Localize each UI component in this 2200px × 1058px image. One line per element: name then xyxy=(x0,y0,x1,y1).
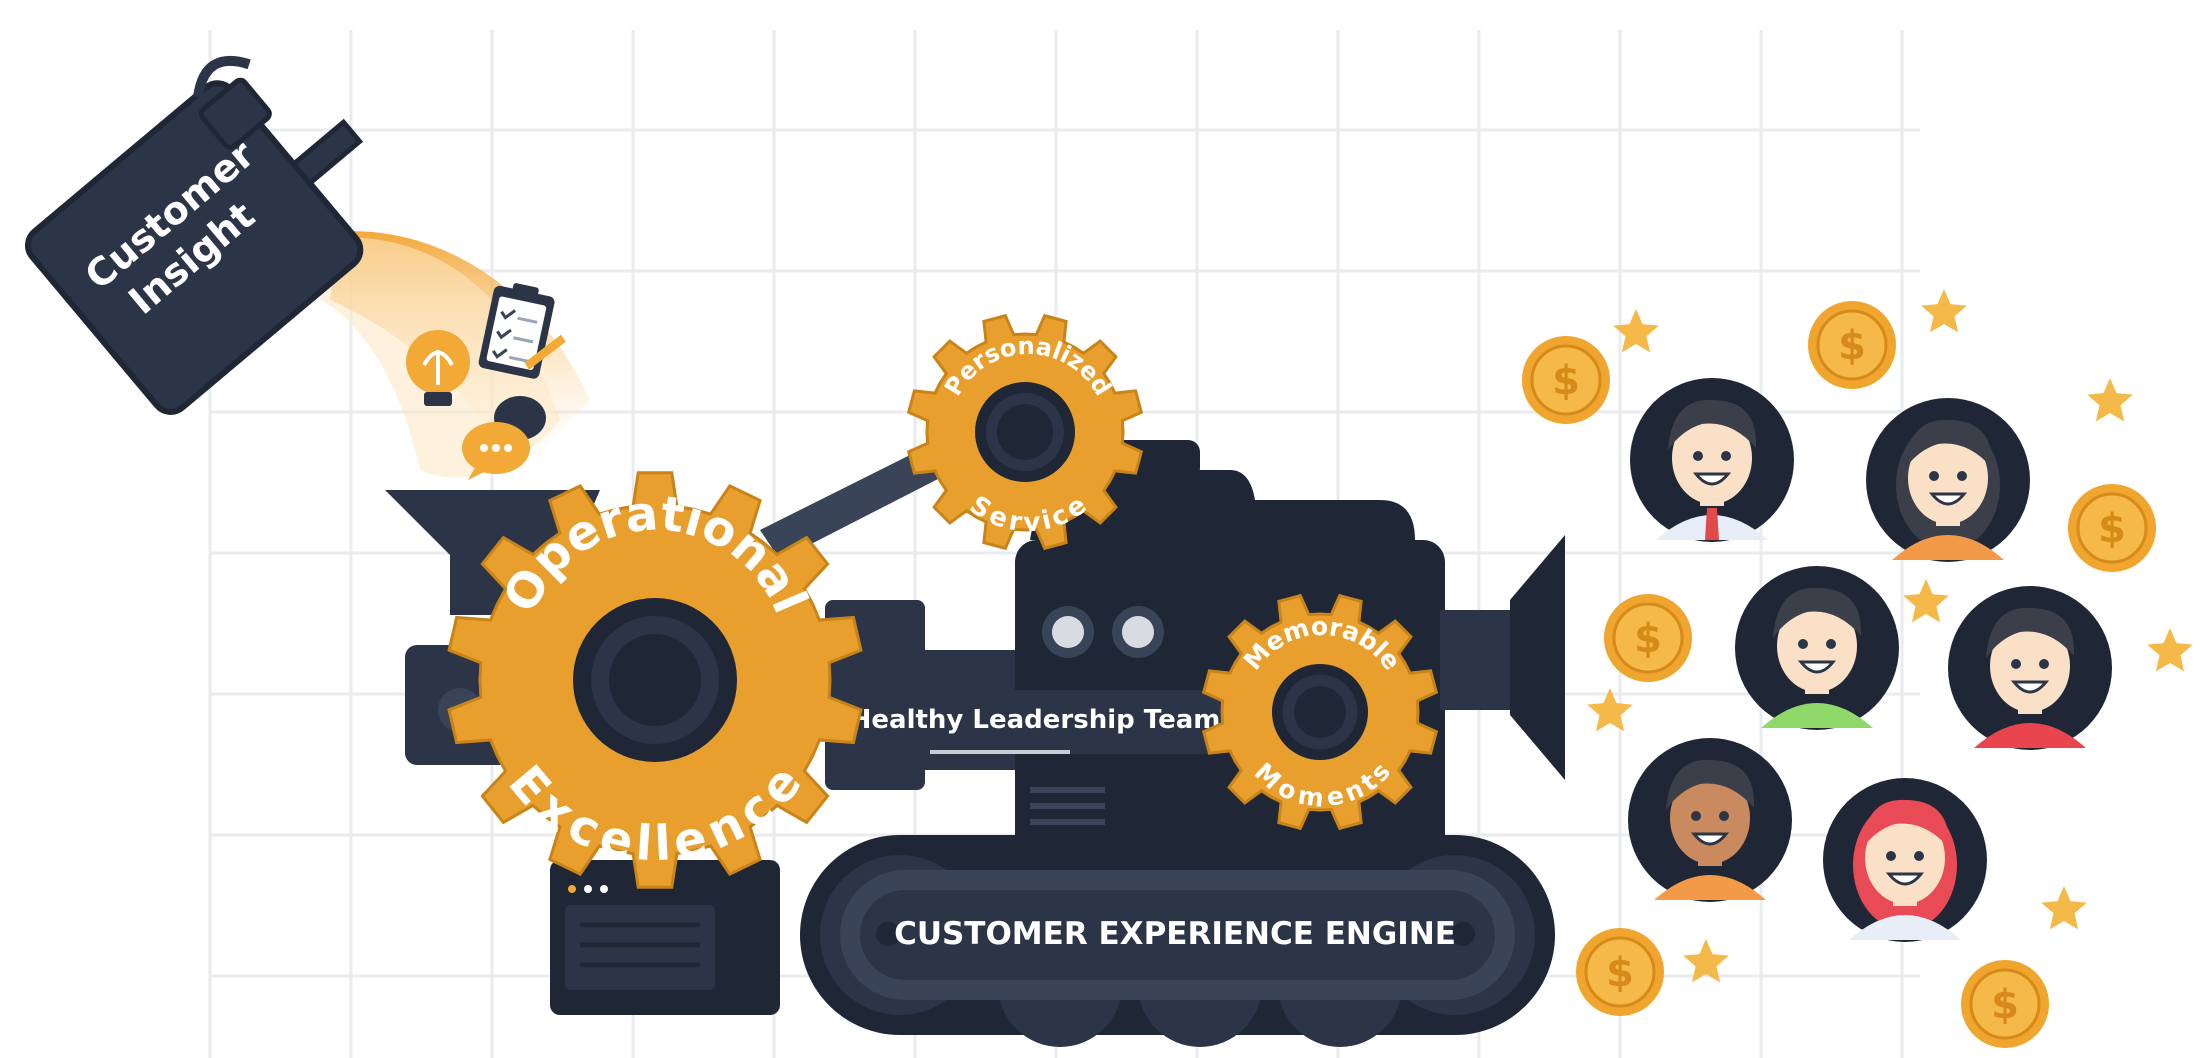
leadership-label: Healthy Leadership Team xyxy=(850,705,1221,735)
leadership-underline xyxy=(930,750,1070,754)
dollar-coin-icon: $ xyxy=(1808,301,1896,389)
star-icon xyxy=(1921,289,1967,332)
coin-symbol: $ xyxy=(1606,950,1634,996)
coin-symbol: $ xyxy=(2098,506,2126,552)
coin-symbol: $ xyxy=(1991,982,2019,1028)
dollar-coin-icon: $ xyxy=(2068,484,2156,572)
customer-avatar-icon xyxy=(1628,738,1792,902)
dollar-coin-icon: $ xyxy=(1961,960,2049,1048)
dollar-coin-icon: $ xyxy=(1576,928,1664,1016)
star-icon xyxy=(2041,886,2087,929)
coin-symbol: $ xyxy=(1552,358,1580,404)
dollar-coin-icon: $ xyxy=(1604,594,1692,682)
engine-label: CUSTOMER EXPERIENCE ENGINE xyxy=(894,916,1456,952)
customer-avatar-icon xyxy=(1630,378,1794,542)
customer-avatar-icon xyxy=(1823,778,1987,942)
coin-symbol: $ xyxy=(1838,323,1866,369)
customer-avatar-icon xyxy=(1866,398,2030,562)
customer-avatar-icon xyxy=(1948,586,2112,750)
star-icon xyxy=(2087,378,2133,421)
coin-symbol: $ xyxy=(1634,616,1662,662)
star-icon xyxy=(1903,579,1949,622)
customer-avatars xyxy=(1628,378,2112,942)
dollar-coin-icon: $ xyxy=(1522,336,1610,424)
customer-avatar-icon xyxy=(1735,566,1899,730)
star-icon xyxy=(2147,628,2193,671)
